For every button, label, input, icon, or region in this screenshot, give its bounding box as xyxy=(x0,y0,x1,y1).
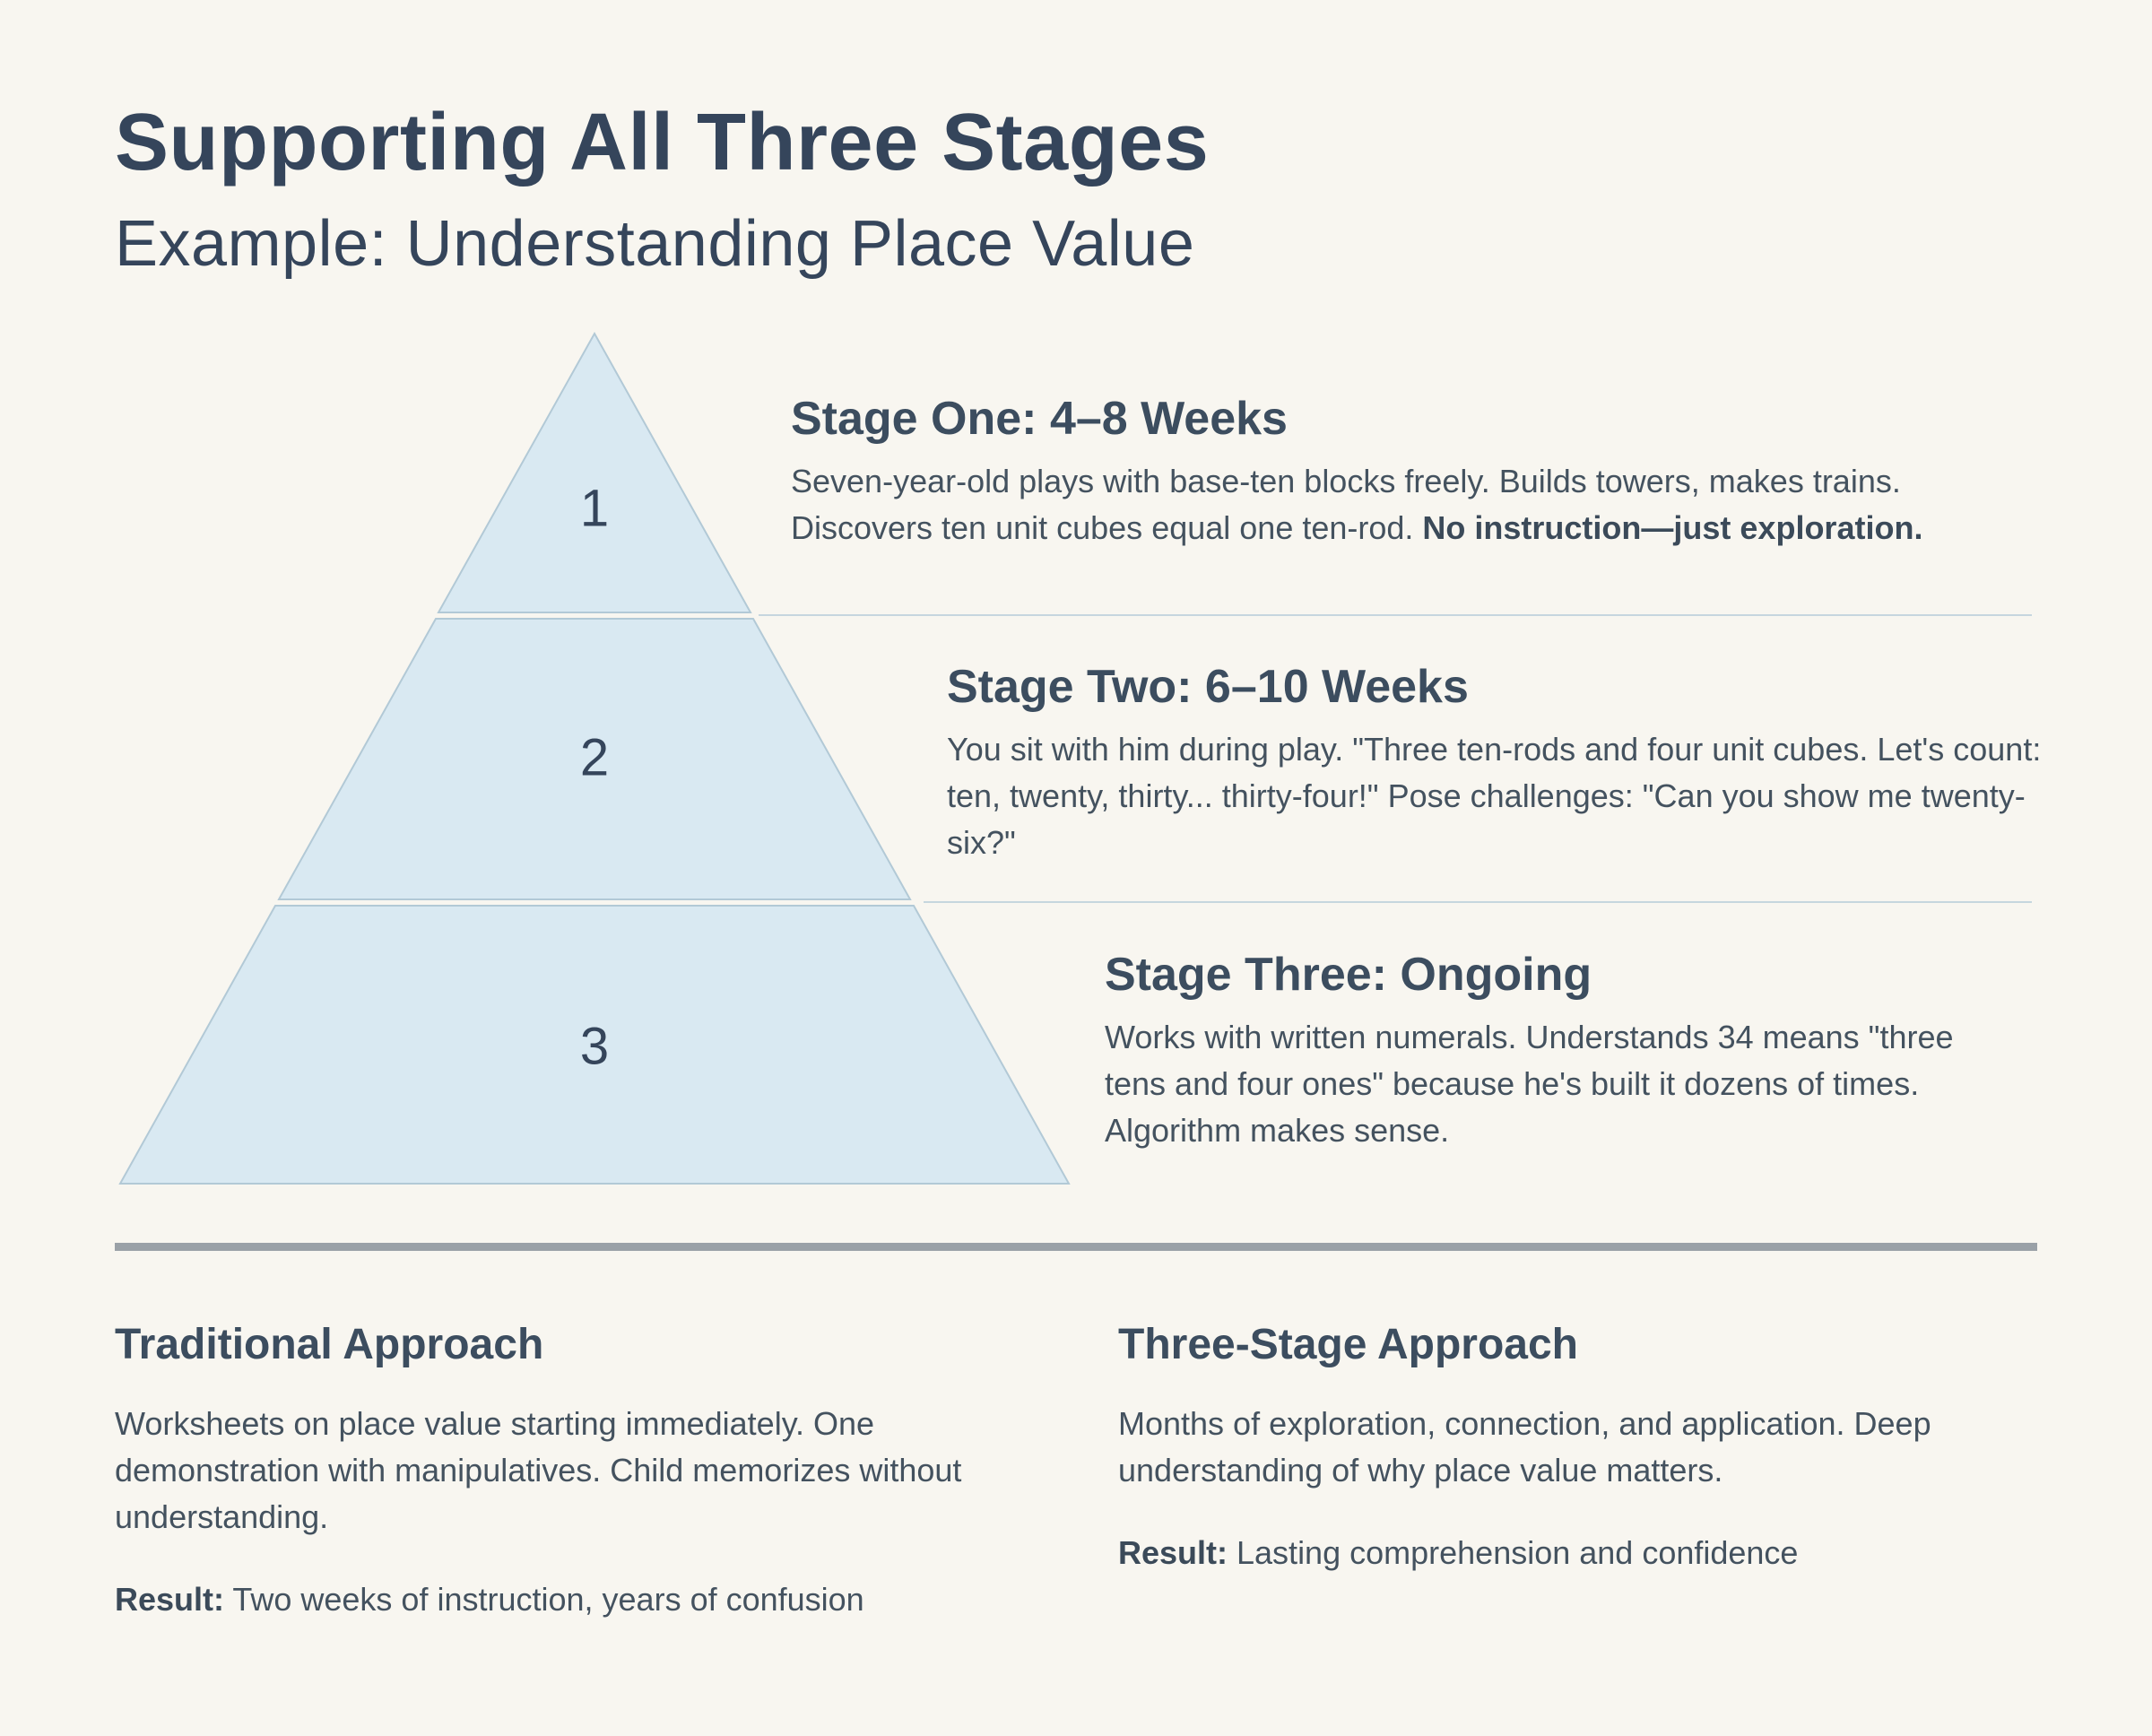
pyramid-level-2-shape xyxy=(277,618,912,900)
stage-two-separator-line xyxy=(924,901,2032,903)
pyramid-level-3-number: 3 xyxy=(580,1018,609,1076)
section-divider xyxy=(115,1243,2037,1251)
stage-one-body: Seven-year-old plays with base-ten block… xyxy=(791,458,1957,551)
result-label: Result: xyxy=(1118,1534,1228,1571)
page-subtitle: Example: Understanding Place Value xyxy=(115,208,1195,280)
pyramid-diagram: 1 2 3 xyxy=(118,331,1071,1185)
three-stage-approach-column: Three-Stage Approach Months of explorati… xyxy=(1118,1320,1979,1576)
stage-two-section: Stage Two: 6–10 Weeks You sit with him d… xyxy=(947,660,2095,866)
stage-two-heading: Stage Two: 6–10 Weeks xyxy=(947,661,1469,713)
result-label: Result: xyxy=(115,1581,225,1618)
stage-one-section: Stage One: 4–8 Weeks Seven-year-old play… xyxy=(791,392,1965,551)
stage-one-separator-line xyxy=(759,614,2032,616)
traditional-approach-result: Result: Two weeks of instruction, years … xyxy=(115,1576,976,1623)
stage-two-body: You sit with him during play. "Three ten… xyxy=(947,726,2086,866)
stage-three-heading: Stage Three: Ongoing xyxy=(1105,949,1592,1001)
three-stage-approach-result: Result: Lasting comprehension and confid… xyxy=(1118,1530,1979,1576)
stage-three-body-text: Works with written numerals. Understands… xyxy=(1105,1019,1954,1149)
stage-three-section: Stage Three: Ongoing Works with written … xyxy=(1105,948,1997,1154)
result-text: Lasting comprehension and confidence xyxy=(1228,1534,1799,1571)
stage-one-heading: Stage One: 4–8 Weeks xyxy=(791,393,1288,445)
stage-two-body-text: You sit with him during play. "Three ten… xyxy=(947,731,2042,861)
result-text: Two weeks of instruction, years of confu… xyxy=(224,1581,864,1618)
three-stage-approach-body: Months of exploration, connection, and a… xyxy=(1118,1405,1931,1489)
pyramid-level-2-number: 2 xyxy=(580,729,609,787)
stage-one-body-text: Seven-year-old plays with base-ten block… xyxy=(791,463,1901,546)
page-title: Supporting All Three Stages xyxy=(115,98,1210,187)
stage-one-body-bold: No instruction—just exploration. xyxy=(1422,509,1923,546)
traditional-approach-column: Traditional Approach Worksheets on place… xyxy=(115,1320,976,1623)
traditional-approach-heading: Traditional Approach xyxy=(115,1321,544,1368)
traditional-approach-body: Worksheets on place value starting immed… xyxy=(115,1405,962,1535)
pyramid-level-1-shape xyxy=(437,331,752,613)
pyramid-level-3-shape xyxy=(118,905,1071,1185)
three-stage-approach-heading: Three-Stage Approach xyxy=(1118,1321,1578,1368)
stage-three-body: Works with written numerals. Understands… xyxy=(1105,1014,1988,1154)
pyramid-level-1-number: 1 xyxy=(580,480,609,538)
